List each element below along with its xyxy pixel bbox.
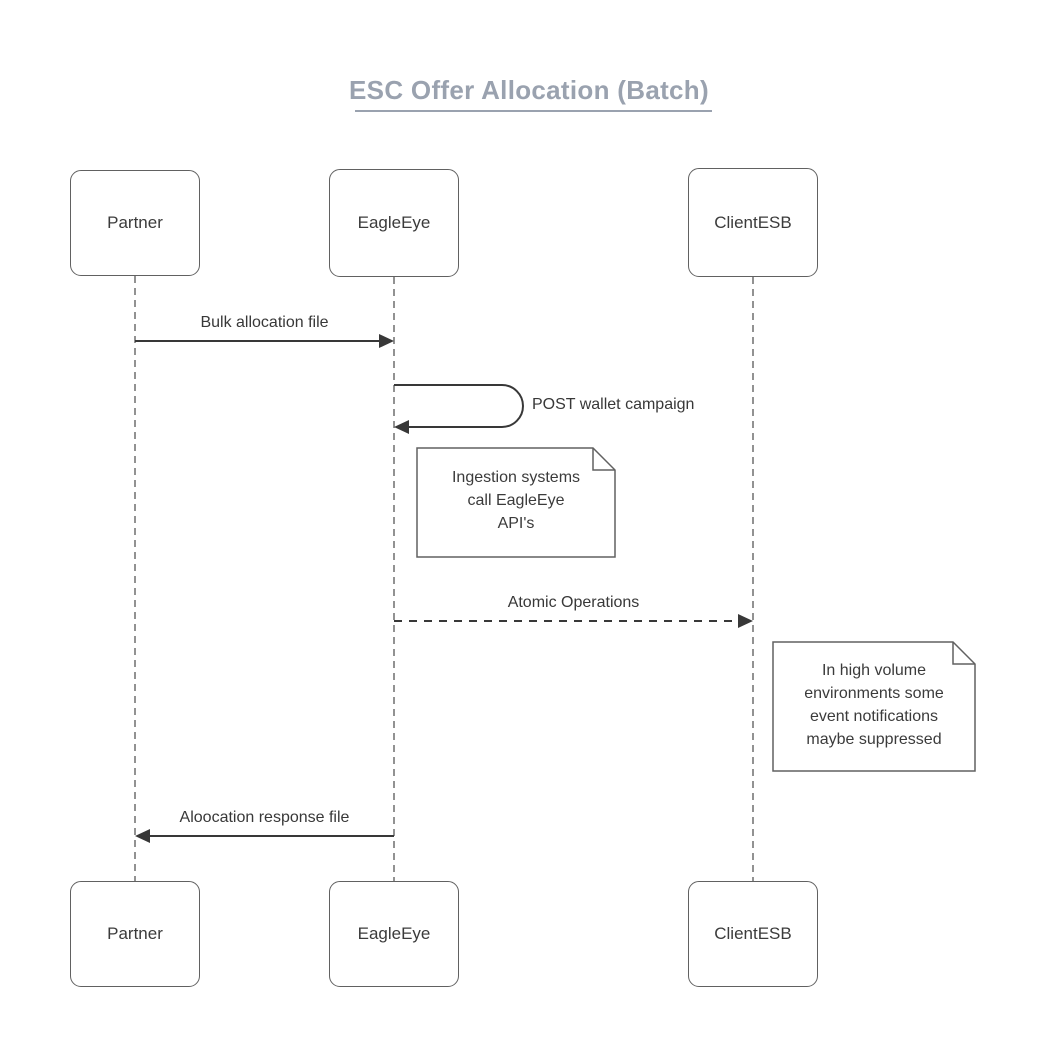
actor-eagleeye-bottom: EagleEye [329,881,459,987]
note-fold-ingestion [592,448,615,471]
note-text-ingestion: Ingestion systems call EagleEye API's [451,469,581,532]
message-label-bulk-allocation: Bulk allocation file [200,314,329,331]
note-text-high-volume: In high volume environments some event n… [804,662,944,748]
note-shape-high-volume [772,641,976,772]
message-label-allocation-response: Aloocation response file [179,809,350,826]
actor-partner-bottom-label: Partner [107,924,163,943]
message-label-post-wallet: POST wallet campaign [532,396,695,413]
actor-clientesb-top: ClientESB [688,168,818,277]
title-underline [355,110,712,112]
arrowhead-atomic-operations [738,614,753,628]
actor-partner-top-label: Partner [107,213,163,232]
actor-clientesb-bottom: ClientESB [688,881,818,987]
note-fold-high-volume [952,642,975,665]
message-line-post-wallet-self-loop [394,384,525,428]
arrowhead-allocation-response [135,829,150,843]
actor-eagleeye-top-label: EagleEye [357,213,431,232]
actor-eagleeye-bottom-label: EagleEye [357,924,431,943]
note-shape-ingestion [416,447,616,558]
diagram-title: ESC Offer Allocation (Batch) [349,75,709,105]
actor-eagleeye-top: EagleEye [329,169,459,277]
actor-clientesb-bottom-label: ClientESB [714,924,792,943]
arrowhead-post-wallet [394,420,409,434]
actor-partner-top: Partner [70,170,200,276]
arrowhead-bulk-allocation [379,334,394,348]
actor-partner-bottom: Partner [70,881,200,987]
actor-clientesb-top-label: ClientESB [714,212,792,232]
message-label-atomic-operations: Atomic Operations [507,594,640,611]
